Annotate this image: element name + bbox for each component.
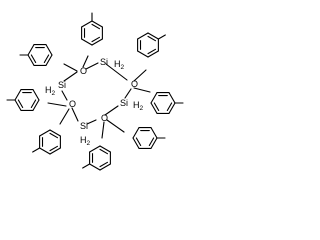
ring-bond: [137, 32, 149, 40]
ring-bond: [71, 107, 79, 122]
si-left-h-label: H2: [45, 85, 56, 97]
bond-lines: [47, 55, 151, 139]
ring-double-bond: [147, 35, 157, 42]
ring-bond: [14, 99, 22, 111]
aryl-ring-top: [81, 12, 103, 46]
ring-double-bond: [135, 137, 142, 147]
o-aryl-bond: [133, 69, 147, 82]
methyl-bond: [82, 163, 91, 169]
ring-bond: [39, 147, 51, 155]
aryl-ring-upper-right: [137, 32, 166, 58]
ring-bond: [89, 163, 101, 171]
aryl-ring-bottom: [82, 145, 111, 171]
ring-bond: [89, 145, 101, 153]
ring-bond: [32, 99, 40, 111]
ring-bond: [86, 119, 97, 125]
ring-bond: [49, 147, 61, 155]
ring-bond: [81, 38, 93, 46]
ring-double-bond: [30, 99, 37, 109]
ring-bond: [27, 44, 35, 56]
ring-bond: [27, 54, 35, 66]
ring-bond: [91, 38, 103, 46]
o-aryl-bond: [82, 55, 89, 68]
o-aryl-bond: [133, 87, 151, 93]
ring-bond: [85, 62, 99, 70]
ring-bond: [39, 129, 51, 137]
ring-bond: [49, 129, 61, 137]
methyl-bond: [32, 147, 41, 153]
ring-bond: [104, 105, 119, 116]
o-bottom-left-label: O: [69, 99, 76, 109]
ring-bond: [45, 44, 53, 56]
ring-double-bond: [147, 48, 157, 55]
aryl-rings: [6, 12, 184, 171]
ring-double-bond: [30, 54, 37, 64]
aryl-ring-lower-right: [132, 127, 166, 149]
o-bottom-right-label: O: [101, 113, 108, 123]
ring-bond: [132, 127, 140, 139]
ring-bond: [147, 50, 159, 58]
ring-bond: [14, 89, 22, 101]
si-bottom-label: Si: [80, 121, 88, 131]
ring-double-bond: [91, 36, 101, 43]
ring-bond: [32, 89, 40, 101]
aryl-ring-left: [6, 89, 40, 111]
si-right-h-label: H2: [133, 100, 144, 112]
ring-double-bond: [148, 137, 155, 147]
ring-bond: [105, 63, 128, 81]
ring-double-bond: [99, 148, 109, 155]
ring-bond: [99, 145, 111, 153]
si-right-label: Si: [120, 98, 128, 108]
atom-labels: Si H2 H2 Si Si H2 Si H2 O O: [45, 57, 144, 147]
ring-bond: [81, 20, 93, 28]
o-aryl-bond: [101, 121, 105, 139]
si-top-label: Si: [100, 57, 108, 67]
si-bottom-h-label: H2: [80, 135, 91, 147]
aryl-ring-upper-left: [19, 44, 53, 66]
o-aryl-bond: [106, 119, 125, 133]
ring-bond: [150, 102, 158, 114]
ring-double-bond: [91, 23, 101, 30]
o-top-right-label: O: [131, 79, 138, 89]
ring-bond: [168, 102, 176, 114]
o-aryl-bond: [47, 102, 67, 107]
si-top-h-label: H2: [114, 59, 125, 71]
chemical-structure-diagram: Si H2 H2 Si Si H2 Si H2 O O: [6, 12, 184, 171]
ring-double-bond: [17, 99, 24, 109]
ring-bond: [132, 137, 140, 149]
ring-bond: [168, 92, 176, 104]
aryl-ring-right: [150, 92, 184, 114]
ring-bond: [150, 127, 158, 139]
aryl-ring-lower-left: [32, 129, 61, 155]
ring-bond: [150, 92, 158, 104]
ring-double-bond: [99, 161, 109, 168]
ring-bond: [137, 50, 149, 58]
ring-bond: [150, 137, 158, 149]
ring-double-bond: [49, 145, 59, 152]
ring-double-bond: [49, 132, 59, 139]
ring-double-bond: [43, 54, 50, 64]
si-left-label: Si: [58, 80, 66, 90]
ring-bond: [124, 88, 132, 99]
ring-bond: [45, 54, 53, 66]
ring-bond: [61, 90, 68, 101]
ring-bond: [63, 71, 78, 82]
o-top-left-label: O: [80, 66, 87, 76]
ring-bond: [147, 32, 159, 40]
ring-double-bond: [153, 102, 160, 112]
methyl-bond: [157, 34, 166, 40]
o-aryl-bond: [63, 63, 78, 72]
ring-bond: [99, 163, 111, 171]
o-aryl-bond: [59, 108, 70, 125]
ring-double-bond: [166, 102, 173, 112]
ring-bond: [91, 20, 103, 28]
